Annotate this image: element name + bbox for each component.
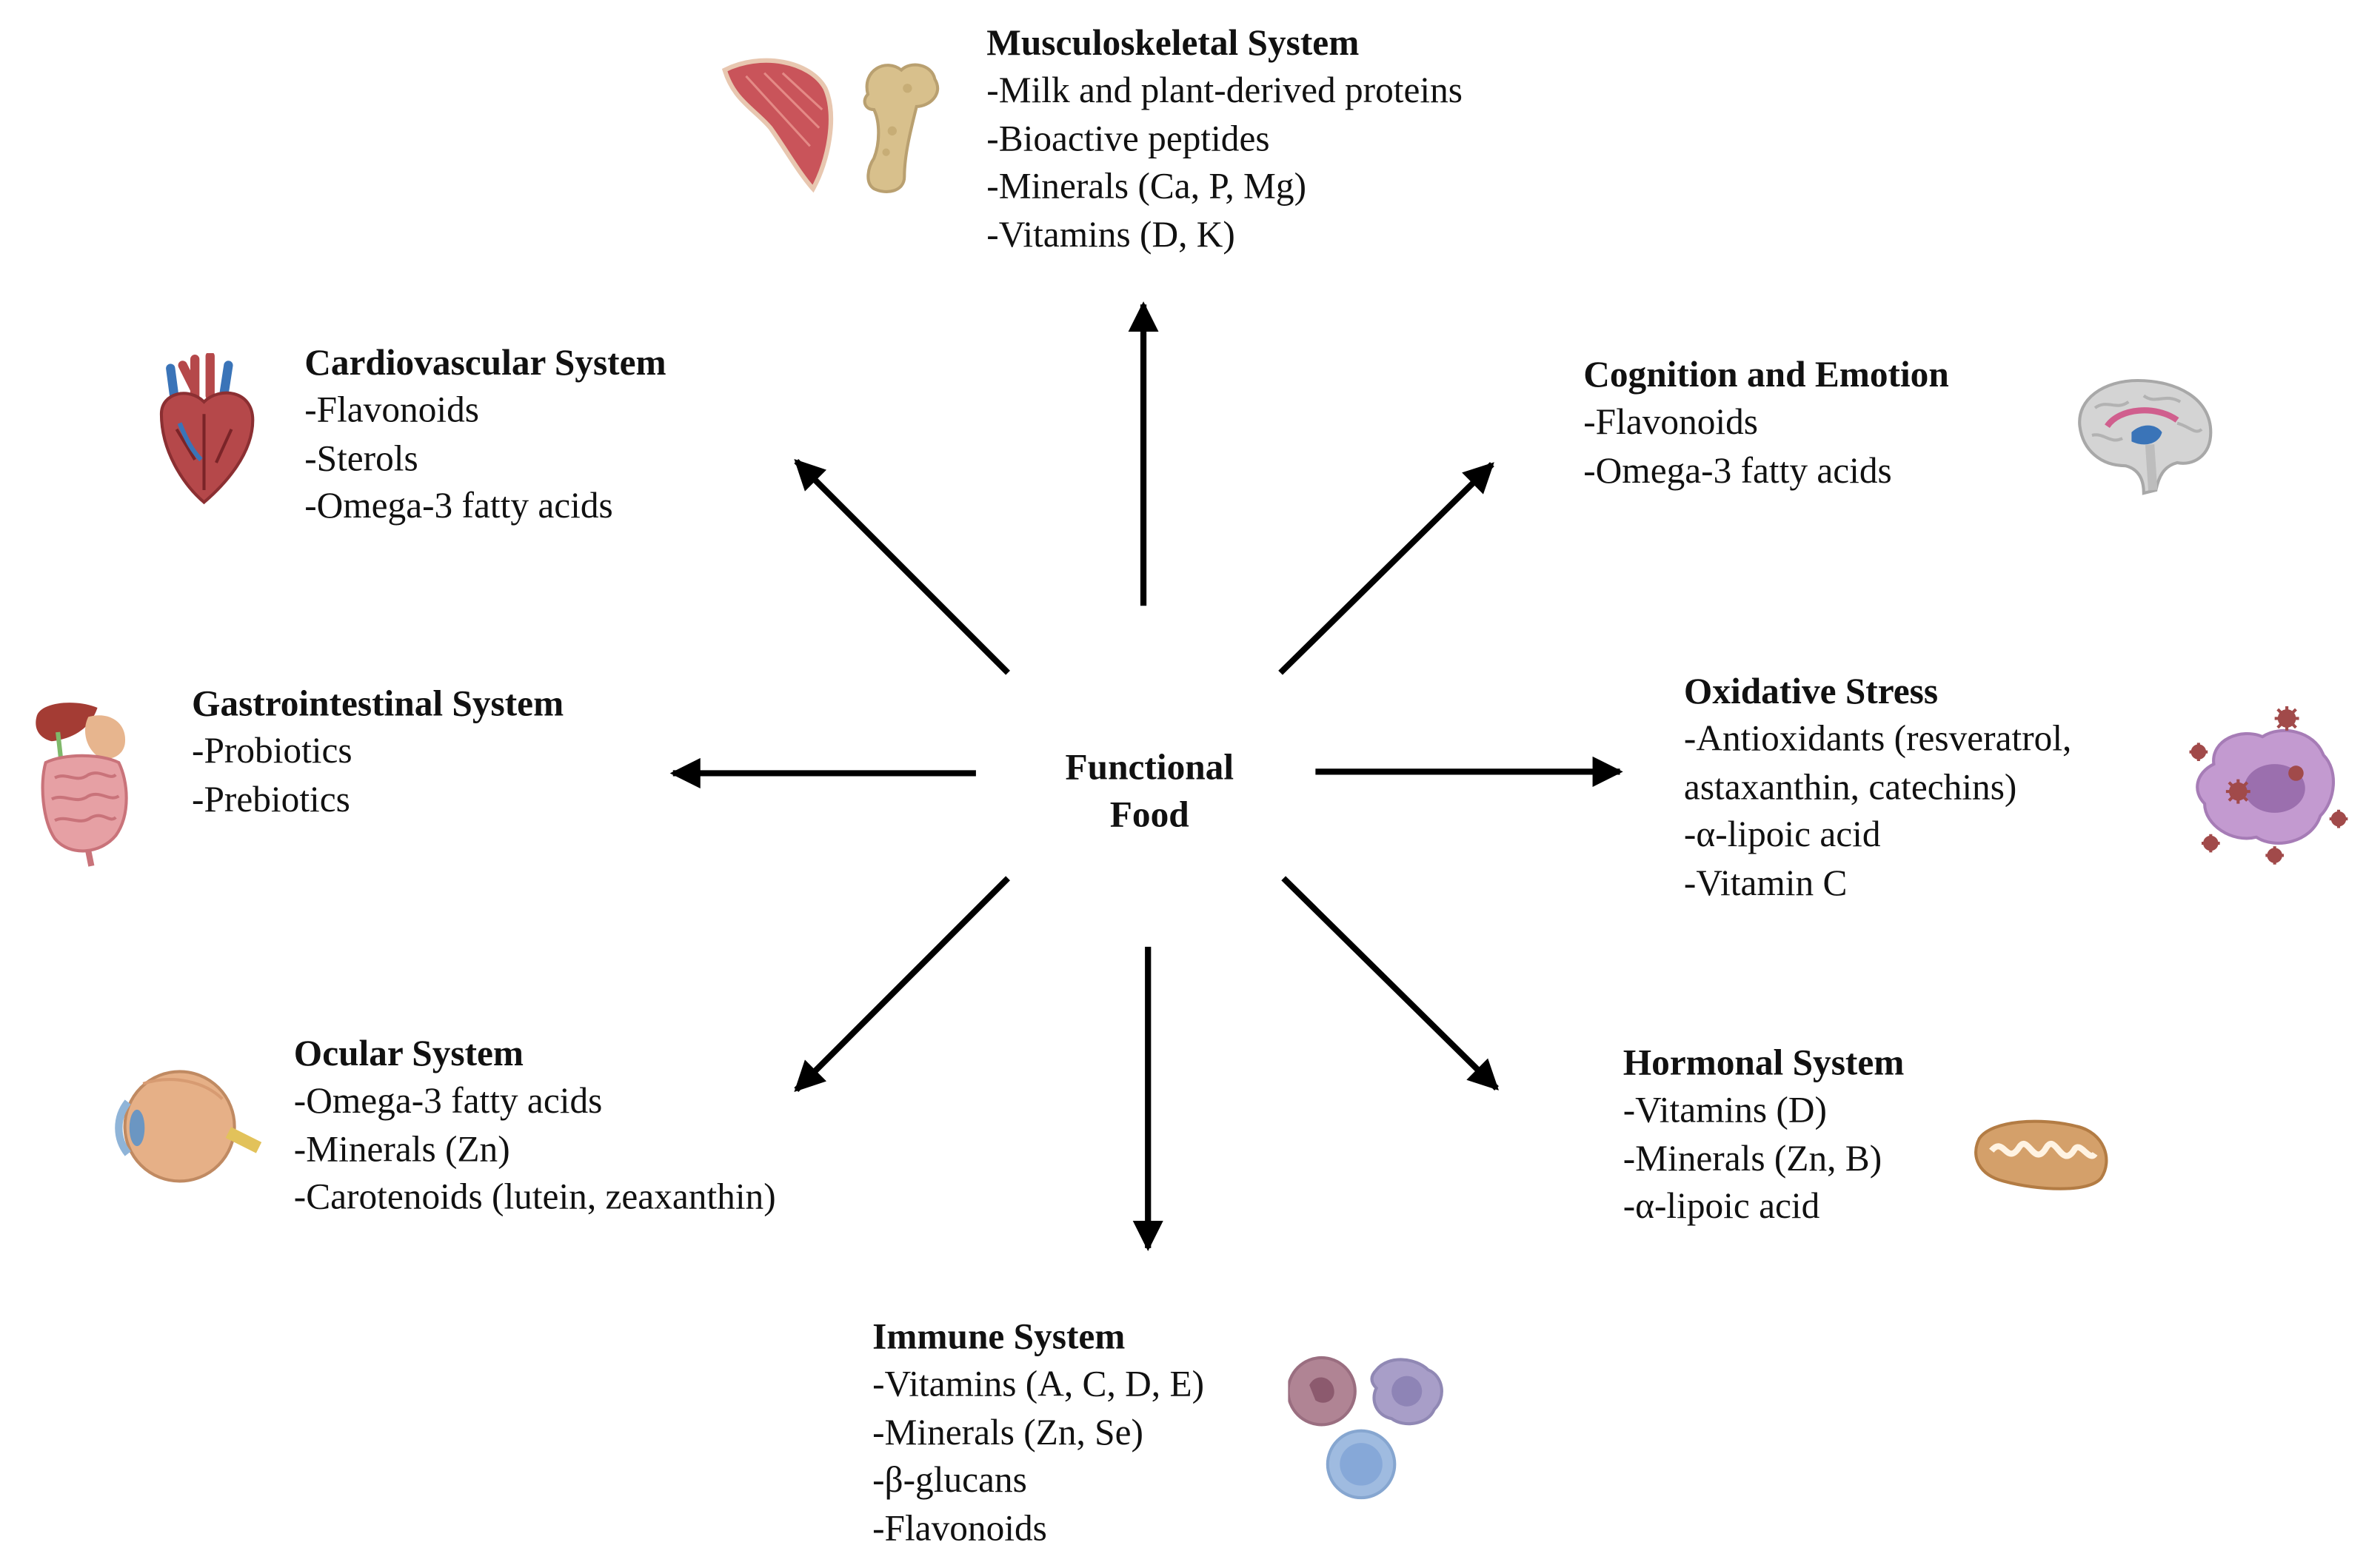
brain-corpus [2105,407,2179,429]
node-item: -Omega-3 fatty acids [304,486,613,527]
node-item: -Flavonoids [304,391,479,431]
cornea [115,1099,131,1156]
node-item: -Prebiotics [192,780,350,820]
node-item: -Carotenoids (lutein, zeaxanthin) [293,1178,776,1218]
node-immune: Immune System -Vitamins (A, C, D, E) -Mi… [872,1315,1204,1554]
heart-body [159,391,255,505]
node-item: -Minerals (Ca, P, Mg) [986,167,1307,207]
center-label: Functional Food [1005,746,1294,840]
node-title: Cardiovascular System [304,344,666,384]
center-label-line2: Food [1109,796,1189,836]
node-item: -Omega-3 fatty acids [293,1082,603,1122]
gallbladder [56,731,64,760]
stomach-shape [84,715,126,759]
node-title: Oxidative Stress [1683,672,1939,713]
arrow-cognition [1278,462,1494,675]
node-item: -Minerals (Zn, B) [1623,1139,1882,1179]
bone-shape [863,63,940,193]
node-ocular: Ocular System -Omega-3 fatty acids -Mine… [294,1032,776,1223]
node-title: Gastrointestinal System [192,685,564,725]
node-item: -Omega-3 fatty acids [1583,451,1892,492]
stressed-cell-icon [2189,706,2348,865]
muscle-fibers [745,72,823,147]
node-title: Ocular System [293,1035,524,1075]
ros-spikes [2189,706,2348,865]
node-cognition: Cognition and Emotion -Flavonoids -Omega… [1583,353,1949,496]
node-item: -Antioxidants (resveratrol, [1683,720,2072,760]
node-item: -α-lipoic acid [1683,816,1881,856]
node-item: -Vitamin C [1683,863,1848,904]
brain-icon [2078,378,2213,495]
node-item: -Milk and plant-derived proteins [986,71,1463,112]
node-item: -Flavonoids [1583,403,1759,443]
node-oxidative: Oxidative Stress -Antioxidants (resverat… [1684,670,2071,909]
heart-icon [159,352,255,505]
heart-aorta [178,352,215,403]
lens [129,1109,145,1147]
optic-nerve [225,1127,262,1153]
node-cardiovascular: Cardiovascular System -Flavonoids -Stero… [304,341,666,532]
brain-thalamus [2131,425,2162,445]
node-item: -β-glucans [872,1461,1027,1501]
node-title: Cognition and Emotion [1583,356,1949,396]
node-item: -α-lipoic acid [1623,1187,1820,1227]
node-item: -Minerals (Zn, Se) [872,1413,1143,1453]
node-item: -Probiotics [192,731,352,772]
node-item: -Bioactive peptides [986,119,1270,159]
node-item: astaxanthin, catechins) [1683,768,2017,808]
liver-shape [36,703,98,742]
intestine-shape [41,754,128,853]
node-item: -Vitamins (D, K) [986,215,1235,255]
muscle-and-bone-icon [721,58,940,193]
eyeball [123,1070,236,1183]
node-title: Immune System [872,1318,1126,1358]
center-label-line1: Functional [1065,748,1234,789]
eye-icon [115,1070,262,1183]
arrow-ocular [794,876,1010,1093]
node-item: -Vitamins (D) [1623,1091,1827,1131]
node-item: -Sterols [304,439,418,479]
mitochondrion-icon [1974,1119,2108,1190]
immune-cells-icon [1288,1356,1443,1500]
mito-cristae [1989,1140,2098,1159]
arrow-cardiovascular [794,459,1010,675]
node-musculoskeletal: Musculoskeletal System -Milk and plant-d… [986,21,1463,261]
node-title: Musculoskeletal System [986,24,1360,64]
node-hormonal: Hormonal System -Vitamins (D) -Minerals … [1623,1041,1905,1232]
arrow-hormonal [1281,876,1499,1090]
node-title: Hormonal System [1623,1044,1905,1084]
node-item: -Flavonoids [872,1509,1047,1549]
digestive-tract-icon [36,703,128,867]
node-item: -Vitamins (A, C, D, E) [872,1365,1205,1405]
node-gastrointestinal: Gastrointestinal System -Probiotics -Pre… [192,682,564,825]
node-item: -Minerals (Zn) [293,1130,510,1170]
